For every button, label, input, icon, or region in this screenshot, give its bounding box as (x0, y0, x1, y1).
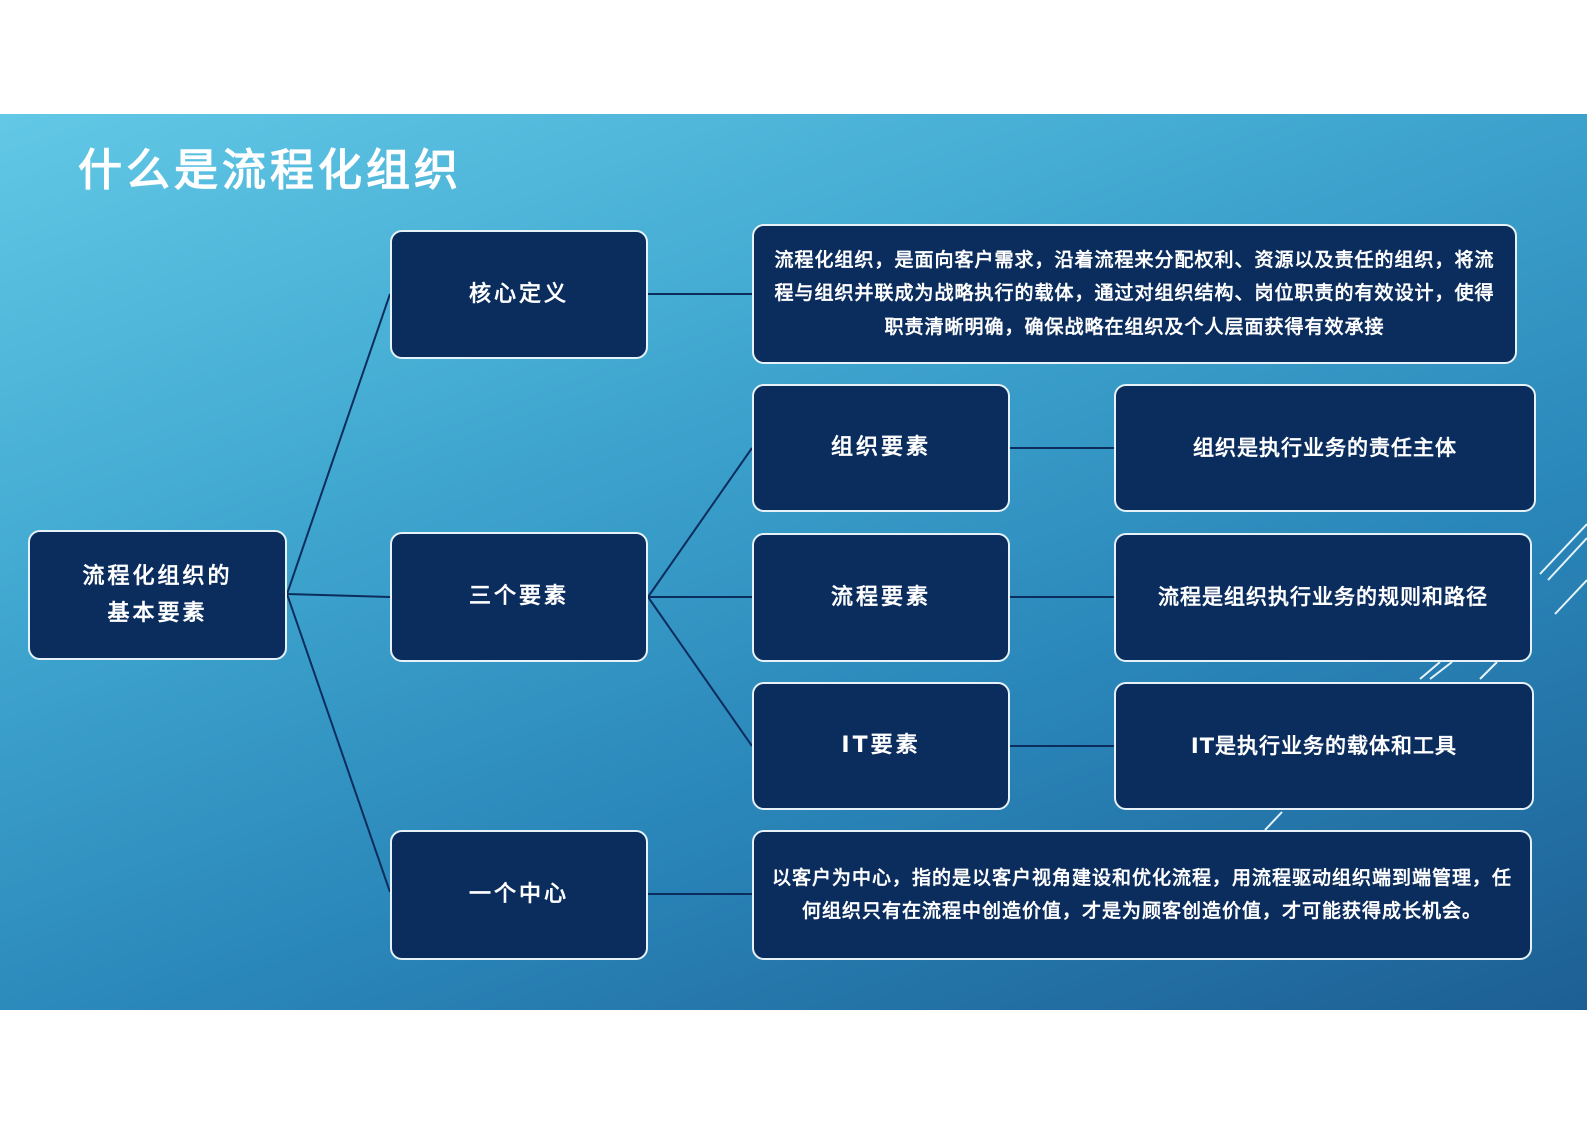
core-definition-desc: 流程化组织，是面向客户需求，沿着流程来分配权利、资源以及责任的组织，将流程与组织… (752, 224, 1517, 364)
node-process-element: 流程要素 (752, 533, 1010, 662)
it-element-desc: IT是执行业务的载体和工具 (1114, 682, 1534, 810)
node-three-elements: 三个要素 (390, 532, 648, 662)
root-label-line1: 流程化组织的 (82, 563, 233, 589)
root-node: 流程化组织的 基本要素 (28, 530, 287, 660)
process-element-desc: 流程是组织执行业务的规则和路径 (1114, 533, 1532, 662)
node-core-definition: 核心定义 (390, 230, 648, 359)
one-center-desc: 以客户为中心，指的是以客户视角建设和优化流程，用流程驱动组织端到端管理，任何组织… (752, 830, 1532, 960)
decorative-stripes (1264, 523, 1587, 831)
root-label-line2: 基本要素 (107, 601, 208, 626)
node-one-center: 一个中心 (390, 830, 648, 960)
node-it-element: IT要素 (752, 682, 1010, 810)
connector-lines (286, 293, 1587, 895)
node-org-element: 组织要素 (752, 384, 1010, 512)
slide: 什么是流程化组织 流程化组织的 基本要素 (0, 114, 1587, 1010)
slide-title: 什么是流程化组织 (78, 145, 462, 196)
org-element-desc: 组织是执行业务的责任主体 (1114, 384, 1536, 512)
